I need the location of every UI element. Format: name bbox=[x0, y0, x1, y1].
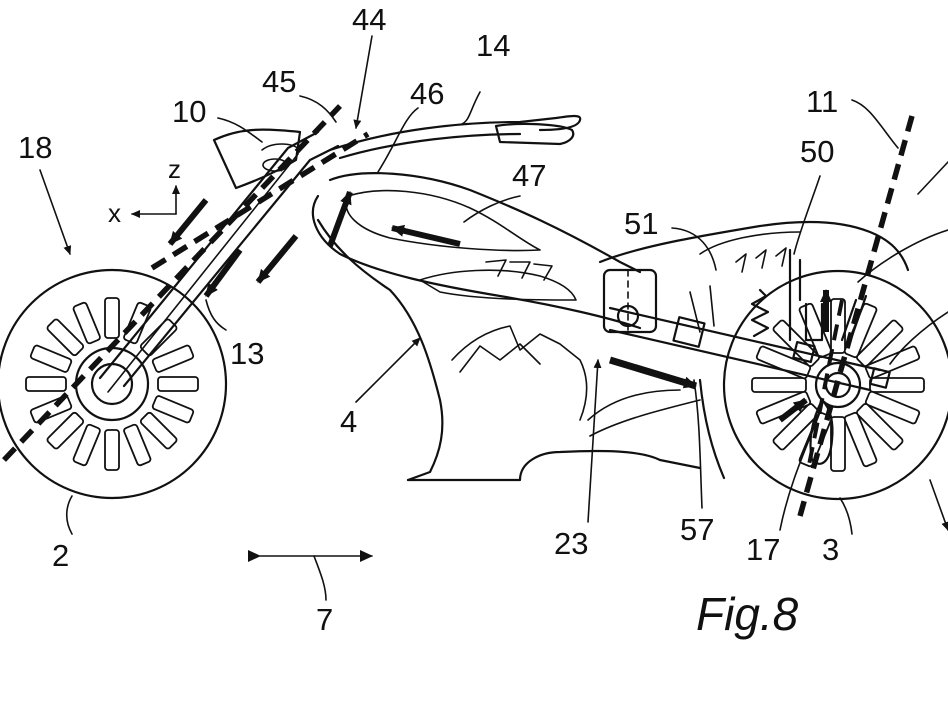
numeral-51: 51 bbox=[624, 206, 658, 241]
numeral-11: 11 bbox=[806, 84, 838, 119]
x-axis-label: x bbox=[108, 198, 121, 228]
wheel-spoke bbox=[72, 423, 101, 467]
numeral-4: 4 bbox=[340, 404, 357, 439]
numeral-57: 57 bbox=[680, 512, 714, 547]
numeral-13: 13 bbox=[230, 336, 264, 371]
wheel-spoke bbox=[151, 395, 195, 424]
shock-axis-line bbox=[806, 299, 844, 471]
wheel-spoke bbox=[869, 377, 925, 393]
wheel-spoke bbox=[25, 376, 67, 392]
coordinate-axes: z x bbox=[108, 154, 181, 228]
leader-lines bbox=[39, 35, 948, 535]
wheel-spoke bbox=[751, 377, 807, 393]
travel-direction-arrow bbox=[248, 550, 373, 601]
numeral-50: 50 bbox=[800, 134, 834, 169]
numeral-44: 44 bbox=[352, 2, 386, 37]
force-arrows bbox=[167, 190, 832, 423]
numeral-2: 2 bbox=[52, 538, 69, 573]
engine-body bbox=[316, 218, 726, 482]
z-axis-label: z bbox=[168, 154, 181, 184]
numeral-14: 14 bbox=[476, 28, 510, 63]
fuel-tank bbox=[311, 172, 642, 330]
numeral-47: 47 bbox=[512, 158, 546, 193]
wheel-spoke bbox=[139, 411, 178, 450]
figure-caption: Fig.8 bbox=[696, 588, 799, 640]
wheel-spoke bbox=[864, 390, 921, 425]
wheel-spoke bbox=[139, 318, 178, 357]
wheel-spoke bbox=[104, 429, 120, 471]
rear-shock bbox=[689, 248, 868, 465]
wheel-spoke bbox=[46, 318, 85, 357]
numeral-45: 45 bbox=[262, 64, 296, 99]
reference-numerals: 18 10 45 44 46 14 47 11 50 51 13 4 23 57… bbox=[18, 2, 839, 637]
numeral-46: 46 bbox=[410, 76, 444, 111]
wheel-spoke bbox=[72, 301, 101, 345]
wheel-spoke bbox=[104, 297, 120, 339]
numeral-17: 17 bbox=[746, 532, 780, 567]
numeral-7: 7 bbox=[316, 602, 333, 637]
wheel-spoke bbox=[29, 344, 73, 373]
wheel-spoke bbox=[151, 344, 195, 373]
seat bbox=[598, 221, 910, 273]
numeral-10: 10 bbox=[172, 94, 206, 129]
front-fork bbox=[98, 130, 340, 393]
wheel-spoke bbox=[46, 411, 85, 450]
wheel-spoke bbox=[856, 319, 904, 367]
wheel-spoke bbox=[856, 403, 904, 451]
numeral-3: 3 bbox=[822, 532, 839, 567]
wheel-spoke bbox=[123, 423, 152, 467]
numeral-18: 18 bbox=[18, 130, 52, 165]
numeral-23: 23 bbox=[554, 526, 588, 561]
wheel-spoke bbox=[157, 376, 199, 392]
wheel-spoke bbox=[843, 411, 878, 468]
steering-axis bbox=[2, 104, 370, 462]
rear-axis-line bbox=[797, 115, 915, 517]
wheel-spoke bbox=[772, 403, 820, 451]
